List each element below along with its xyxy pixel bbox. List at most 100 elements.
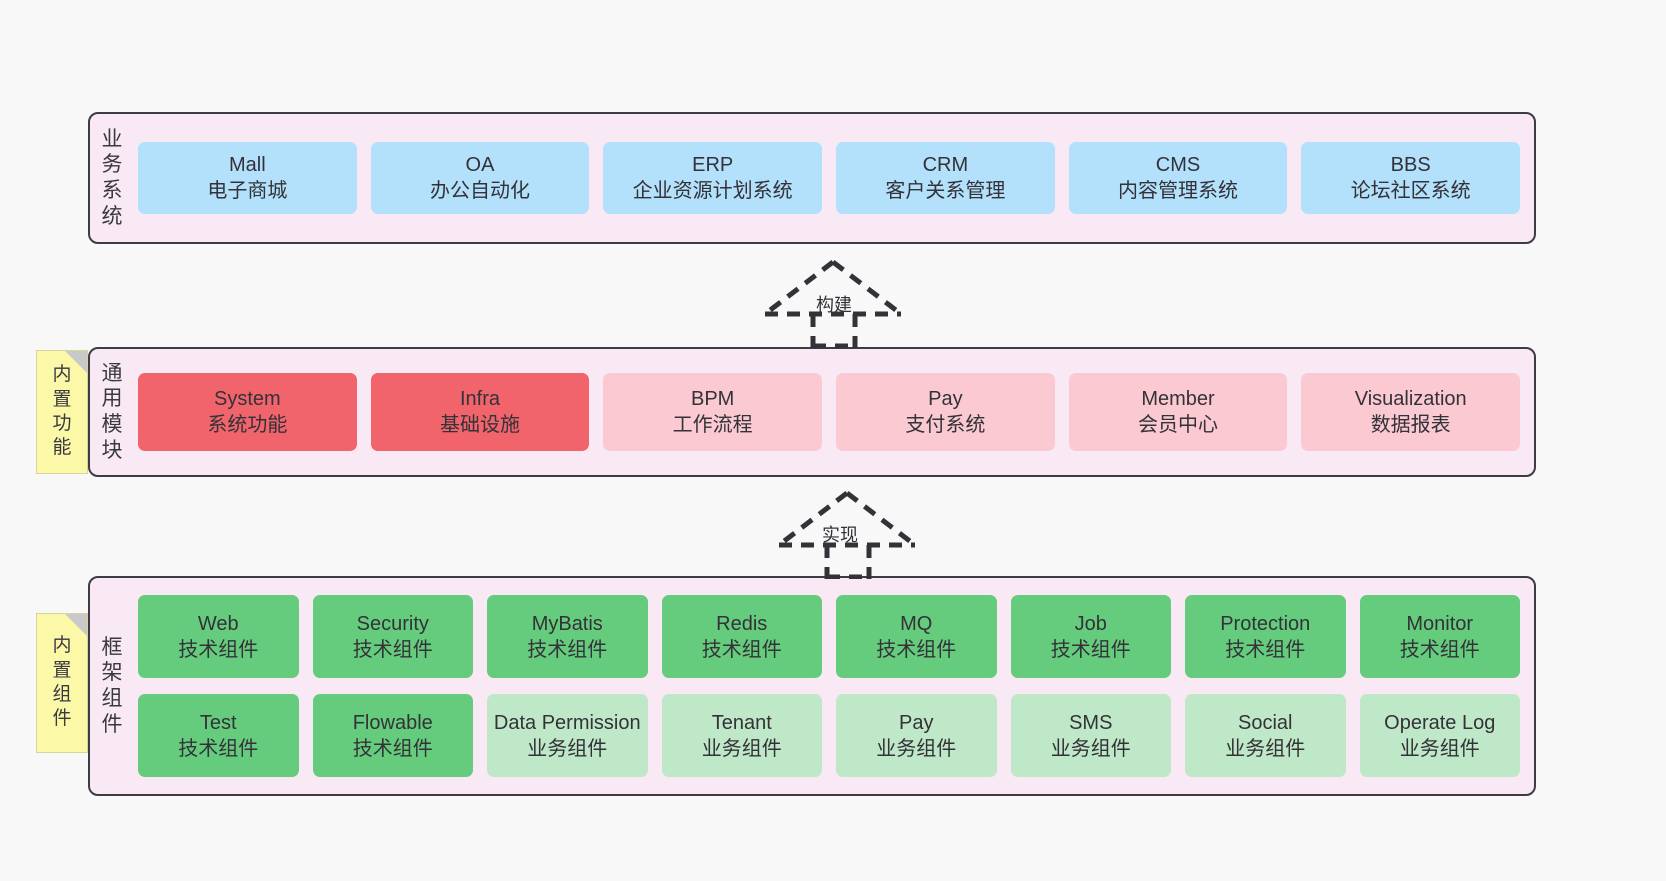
card-subtitle: 工作流程 <box>672 414 753 436</box>
card-job[interactable]: Job 技术组件 <box>1010 595 1171 678</box>
card-subtitle: 业务组件 <box>876 737 957 760</box>
card-subtitle: 业务组件 <box>1050 737 1131 760</box>
note-char: 置 <box>52 659 72 681</box>
card-title: MQ <box>900 612 933 635</box>
card-pay[interactable]: Pay 支付系统 <box>836 373 1055 451</box>
layer-label-char: 件 <box>101 712 123 736</box>
card-monitor[interactable]: Monitor 技术组件 <box>1359 595 1520 678</box>
card-title: Infra <box>459 388 501 410</box>
card-title: Operate Log <box>1384 711 1496 734</box>
card-title: Web <box>197 612 239 635</box>
card-title: CMS <box>1155 154 1201 176</box>
card-title: Data Permission <box>493 711 641 734</box>
card-subtitle: 技术组件 <box>178 737 259 760</box>
card-subtitle: 企业资源计划系统 <box>632 180 793 202</box>
card-data-permission[interactable]: Data Permission 业务组件 <box>487 694 648 777</box>
note-char: 置 <box>52 388 72 410</box>
note-builtin-component: 内 置 组 件 <box>36 613 88 753</box>
card-title: Redis <box>716 612 768 635</box>
note-char: 能 <box>52 437 72 459</box>
card-subtitle: 技术组件 <box>527 638 608 661</box>
card-test[interactable]: Test 技术组件 <box>138 694 299 777</box>
layer-business-system[interactable]: 业 务 系 统 Mall 电子商城 OA 办公自动化 ERP 企业资源计划系统 … <box>88 112 1536 244</box>
card-subtitle: 系统功能 <box>207 414 288 436</box>
card-title: BBS <box>1390 154 1431 176</box>
card-title: Member <box>1141 388 1215 410</box>
business-cards: Mall 电子商城 OA 办公自动化 ERP 企业资源计划系统 CRM 客户关系… <box>134 114 1534 242</box>
layer-label-char: 组 <box>101 687 123 710</box>
card-infra[interactable]: Infra 基础设施 <box>370 373 590 451</box>
card-subtitle: 会员中心 <box>1138 414 1219 436</box>
card-title: Security <box>356 612 429 635</box>
card-title: BPM <box>691 388 735 410</box>
card-title: MyBatis <box>531 612 603 635</box>
layer-label-framework: 框 架 组 件 <box>90 578 134 794</box>
card-subtitle: 办公自动化 <box>430 180 530 202</box>
card-mybatis[interactable]: MyBatis 技术组件 <box>487 595 648 678</box>
card-web[interactable]: Web 技术组件 <box>138 595 299 678</box>
card-subtitle: 数据报表 <box>1370 414 1451 436</box>
card-crm[interactable]: CRM 客户关系管理 <box>836 142 1055 214</box>
card-subtitle: 业务组件 <box>701 737 782 760</box>
card-visualization[interactable]: Visualization 数据报表 <box>1301 373 1521 451</box>
framework-row-business: Test 技术组件 Flowable 技术组件 Data Permission … <box>138 694 1520 777</box>
card-erp[interactable]: ERP 企业资源计划系统 <box>603 142 823 214</box>
card-operate-log[interactable]: Operate Log 业务组件 <box>1359 694 1520 777</box>
layer-label-char: 用 <box>101 387 123 411</box>
layer-label-char: 架 <box>101 661 123 685</box>
card-subtitle: 业务组件 <box>527 737 608 760</box>
card-subtitle: 技术组件 <box>1225 638 1306 661</box>
note-fold-corner-icon <box>65 351 87 373</box>
note-char: 内 <box>52 635 72 657</box>
card-title: SMS <box>1069 711 1113 734</box>
layer-label-char: 统 <box>101 204 123 228</box>
note-fold-corner-icon <box>65 614 87 636</box>
card-mall[interactable]: Mall 电子商城 <box>138 142 357 214</box>
card-title: OA <box>465 154 495 176</box>
layer-framework-component[interactable]: 框 架 组 件 Web 技术组件 Security 技术组件 MyBatis 技… <box>88 576 1536 796</box>
card-title: ERP <box>692 154 734 176</box>
layer-common-module[interactable]: 通 用 模 块 System 系统功能 Infra 基础设施 BPM 工作流程 … <box>88 347 1536 477</box>
card-social[interactable]: Social 业务组件 <box>1185 694 1346 777</box>
connector-implement-arrow <box>777 491 917 579</box>
card-cms[interactable]: CMS 内容管理系统 <box>1068 142 1288 214</box>
card-title: Monitor <box>1406 612 1474 635</box>
card-pay-business[interactable]: Pay 业务组件 <box>836 694 997 777</box>
note-char: 件 <box>52 708 72 730</box>
card-mq[interactable]: MQ 技术组件 <box>836 595 997 678</box>
card-title: Protection <box>1220 612 1311 635</box>
layer-label-business: 业 务 系 统 <box>90 114 134 242</box>
layer-label-common: 通 用 模 块 <box>90 349 134 475</box>
card-system[interactable]: System 系统功能 <box>138 373 357 451</box>
connector-implement-label: 实现 <box>822 525 858 545</box>
card-subtitle: 技术组件 <box>352 638 433 661</box>
layer-label-char: 框 <box>101 635 123 659</box>
card-title: System <box>213 388 281 410</box>
layer-label-char: 系 <box>101 179 123 202</box>
card-subtitle: 技术组件 <box>876 638 957 661</box>
card-title: Pay <box>899 711 934 734</box>
card-title: Mall <box>229 154 266 176</box>
card-subtitle: 电子商城 <box>207 180 288 202</box>
framework-cards-grid: Web 技术组件 Security 技术组件 MyBatis 技术组件 Redi… <box>134 578 1534 794</box>
card-redis[interactable]: Redis 技术组件 <box>661 595 822 678</box>
card-security[interactable]: Security 技术组件 <box>312 595 473 678</box>
connector-build-label: 构建 <box>816 295 852 315</box>
card-subtitle: 内容管理系统 <box>1118 180 1239 202</box>
card-subtitle: 业务组件 <box>1225 737 1306 760</box>
card-oa[interactable]: OA 办公自动化 <box>370 142 590 214</box>
card-title: CRM <box>922 154 969 176</box>
card-bbs[interactable]: BBS 论坛社区系统 <box>1301 142 1521 214</box>
card-flowable[interactable]: Flowable 技术组件 <box>312 694 473 777</box>
card-tenant[interactable]: Tenant 业务组件 <box>661 694 822 777</box>
layer-label-char: 块 <box>101 438 123 462</box>
card-protection[interactable]: Protection 技术组件 <box>1185 595 1346 678</box>
card-sms[interactable]: SMS 业务组件 <box>1010 694 1171 777</box>
layer-label-char: 务 <box>101 153 123 177</box>
card-subtitle: 技术组件 <box>352 737 433 760</box>
card-title: Pay <box>928 388 963 410</box>
card-member[interactable]: Member 会员中心 <box>1068 373 1288 451</box>
card-bpm[interactable]: BPM 工作流程 <box>603 373 823 451</box>
card-title: Visualization <box>1354 388 1467 410</box>
